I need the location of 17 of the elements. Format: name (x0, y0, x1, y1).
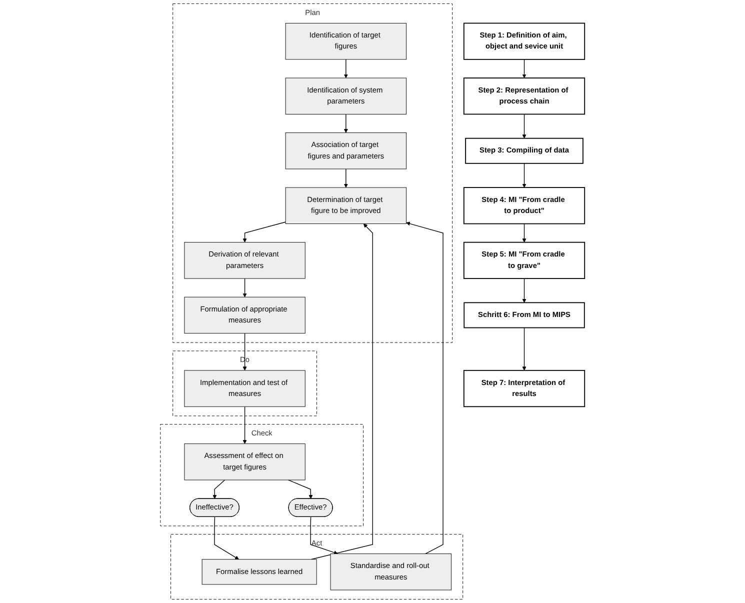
arrow (242, 222, 286, 242)
arrow (242, 406, 247, 444)
arrow (212, 480, 226, 499)
arrow (522, 327, 526, 371)
arrow (288, 480, 313, 499)
arrow (522, 163, 526, 188)
arrow (522, 59, 526, 78)
arrow (242, 278, 247, 298)
arrow (344, 59, 348, 78)
arrow (522, 223, 526, 242)
arrow (344, 168, 348, 188)
arrow (344, 114, 348, 133)
arrow (522, 278, 526, 303)
arrow (406, 222, 444, 554)
arrow (214, 516, 239, 560)
arrow (242, 332, 247, 371)
arrow (522, 114, 526, 139)
